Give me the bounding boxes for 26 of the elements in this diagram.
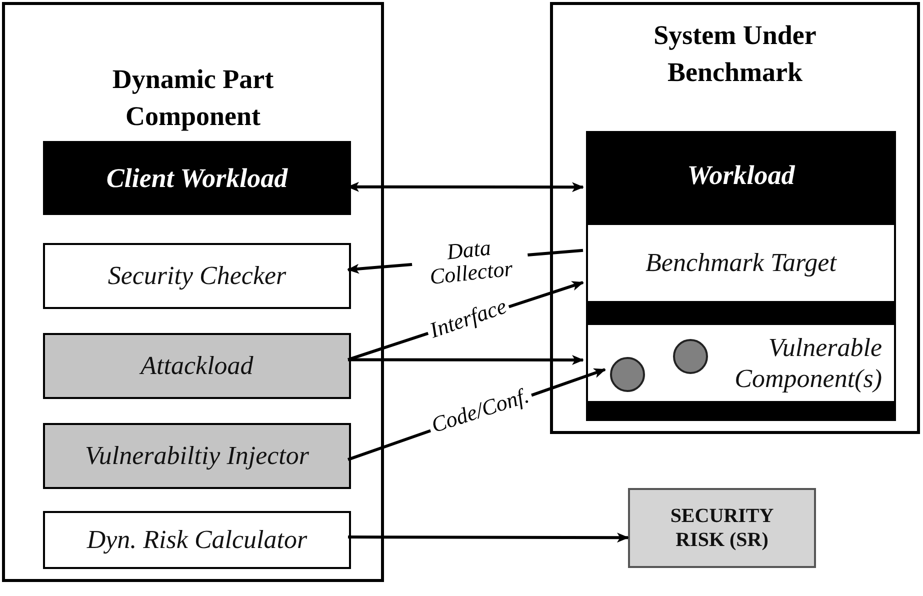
arrow bbox=[348, 532, 629, 543]
box-label: Client Workload bbox=[105, 162, 289, 194]
component-box bbox=[43, 423, 351, 489]
box-label: Attackload bbox=[138, 350, 254, 382]
circle-marker bbox=[610, 357, 645, 392]
component-box bbox=[43, 141, 351, 215]
arrow bbox=[348, 354, 584, 365]
box-label: Benchmark Target bbox=[644, 247, 838, 279]
box-label: Vulnerabiltiy Injector bbox=[84, 440, 310, 472]
box-label: Security Checker bbox=[106, 260, 288, 292]
component-box bbox=[586, 323, 896, 403]
panel-title: Dynamic Part Component bbox=[111, 63, 275, 133]
box-label: Vulnerable Component(s) bbox=[734, 332, 883, 394]
box-title: Workload bbox=[686, 158, 796, 192]
component-box bbox=[43, 511, 351, 569]
panel bbox=[550, 2, 920, 434]
component-box bbox=[586, 223, 896, 303]
panel-title: System Under Benchmark bbox=[652, 19, 818, 89]
workload-container bbox=[586, 131, 896, 421]
box-label: SECURITY RISK (SR) bbox=[669, 504, 775, 552]
result-box bbox=[628, 488, 816, 568]
component-box bbox=[43, 243, 351, 309]
panel bbox=[2, 2, 384, 582]
component-box bbox=[43, 333, 351, 399]
box-label: Dyn. Risk Calculator bbox=[86, 524, 308, 556]
circle-marker bbox=[673, 339, 708, 374]
